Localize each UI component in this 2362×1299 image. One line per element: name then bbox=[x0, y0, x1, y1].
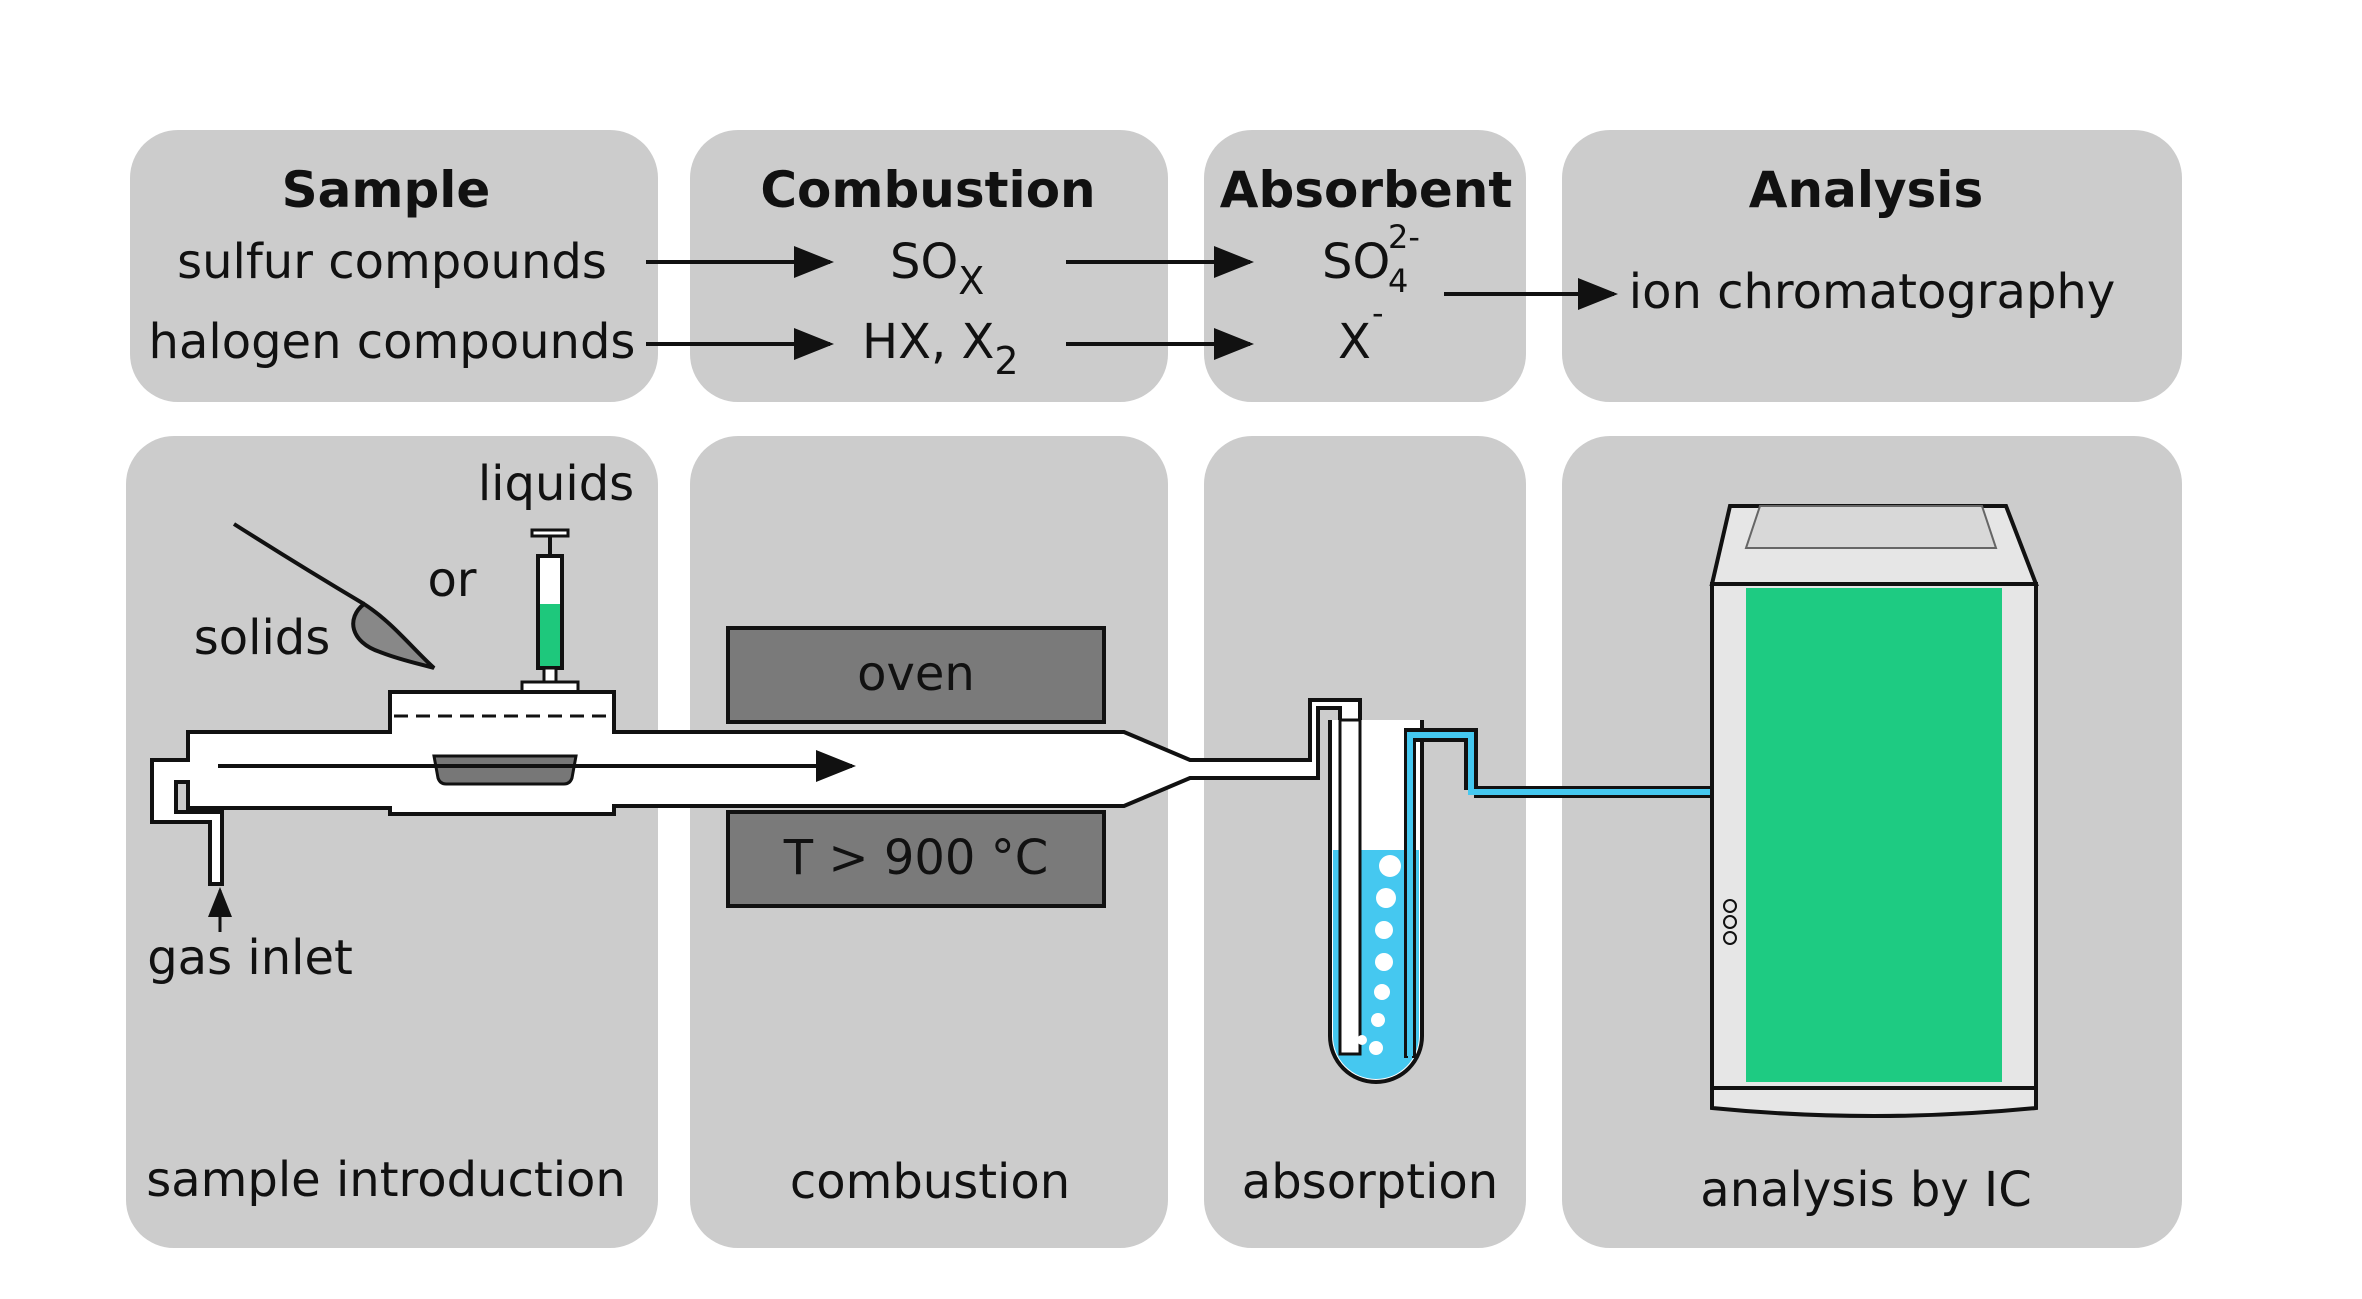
sox-base: SO bbox=[890, 234, 958, 290]
caption-absorption: absorption bbox=[1242, 1154, 1498, 1210]
hx-subscript: 2 bbox=[994, 339, 1018, 383]
oven-label: oven bbox=[857, 646, 975, 702]
halide-superscript: - bbox=[1372, 294, 1384, 332]
sox-subscript: X bbox=[958, 259, 984, 303]
absorption-tube bbox=[1328, 718, 1424, 1084]
panel-analysis-top bbox=[1562, 130, 2182, 402]
sample-boat bbox=[432, 754, 578, 786]
or-label: or bbox=[427, 552, 476, 608]
ion-chromatography-label: ion chromatography bbox=[1629, 264, 2116, 320]
caption-sample-introduction: sample introduction bbox=[146, 1152, 626, 1208]
panel-sample-top bbox=[130, 130, 658, 402]
transfer-line-liquid bbox=[1407, 732, 1712, 1056]
panel-absorbent-top bbox=[1204, 130, 1526, 402]
hx-base: HX, X bbox=[862, 314, 994, 370]
spatula-icon bbox=[232, 522, 436, 670]
sulfate-subscript: 4 bbox=[1388, 262, 1408, 300]
combustion-title: Combustion bbox=[760, 161, 1095, 219]
ic-front-panel bbox=[1746, 588, 2002, 1082]
panel-sample-introduction bbox=[126, 436, 658, 1248]
analysis-title: Analysis bbox=[1749, 161, 1983, 219]
absorbent-title: Absorbent bbox=[1220, 161, 1512, 219]
ic-instrument-icon bbox=[1709, 504, 2039, 1118]
sample-title: Sample bbox=[282, 161, 491, 219]
solids-label: solids bbox=[194, 610, 331, 666]
oven-block-bottom bbox=[726, 810, 1106, 908]
sox-label: SOX bbox=[890, 234, 984, 303]
temperature-label: T > 900 °C bbox=[783, 830, 1048, 886]
caption-analysis: analysis by IC bbox=[1700, 1162, 2031, 1218]
oven-block-top bbox=[726, 626, 1106, 724]
sulfate-label: SO bbox=[1322, 234, 1390, 290]
syringe-liquid bbox=[540, 604, 560, 666]
sulfur-compounds-label: sulfur compounds bbox=[177, 234, 607, 290]
halide-base: X bbox=[1338, 314, 1371, 370]
sulfate-superscript: 2- bbox=[1388, 218, 1420, 256]
liquids-label: liquids bbox=[478, 456, 634, 512]
hx-x2-label: HX, X2 bbox=[862, 314, 1019, 383]
halide-label: X bbox=[1338, 314, 1371, 370]
halogen-compounds-label: halogen compounds bbox=[149, 314, 636, 370]
gas-inlet-label: gas inlet bbox=[147, 930, 353, 986]
caption-combustion: combustion bbox=[790, 1154, 1070, 1210]
sulfate-base: SO bbox=[1322, 234, 1390, 290]
